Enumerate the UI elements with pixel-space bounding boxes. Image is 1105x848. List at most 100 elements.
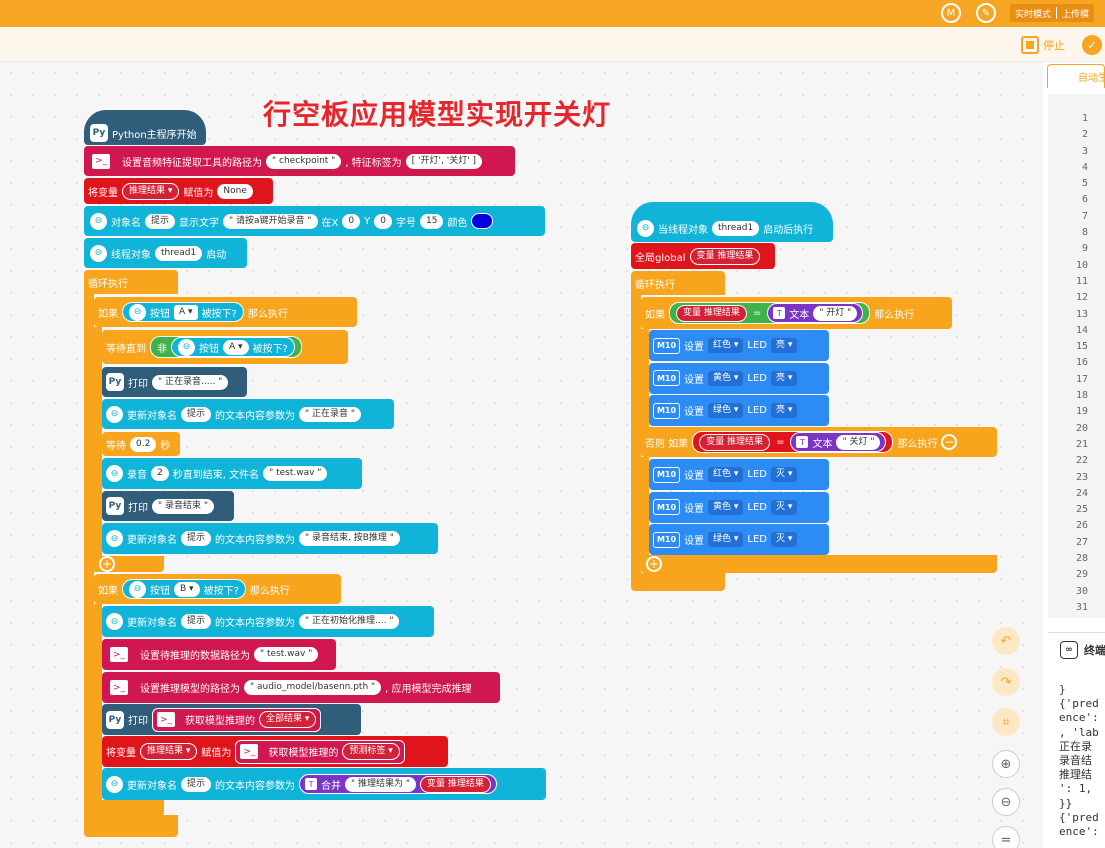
seconds-input[interactable]: 2	[151, 466, 169, 481]
led-state-dropdown[interactable]: 灭	[771, 467, 798, 482]
zoom-in-icon[interactable]: ⊕	[992, 750, 1020, 778]
y-input[interactable]: 0	[374, 213, 392, 229]
print-input[interactable]: " 录音结束 "	[152, 498, 215, 514]
led-color-dropdown[interactable]: 红色	[708, 338, 744, 353]
led-state-dropdown[interactable]: 亮	[771, 403, 798, 418]
undo-icon[interactable]: ↶	[992, 627, 1020, 655]
update-text-block[interactable]: ⊖ 更新对象名 提示 的文本内容参数为 " 正在录音 "	[102, 399, 394, 429]
text-input[interactable]: " 推理结果为 "	[345, 776, 417, 792]
join-reporter[interactable]: T 合并 " 推理结果为 " 变量 推理结果	[299, 774, 497, 794]
set-data-path-block[interactable]: >_ 设置待推理的数据路径为 " test.wav "	[102, 639, 336, 670]
text-input[interactable]: " 录音结束, 按B推理 "	[299, 531, 400, 546]
led-color-dropdown[interactable]: 绿色	[708, 532, 744, 547]
set-led-block[interactable]: M10设置黄色LED亮	[649, 362, 829, 394]
wait-block[interactable]: 等待 0.2 秒	[102, 432, 180, 456]
print-result-block[interactable]: Py 打印 >_ 获取模型推理的 全部结果	[102, 704, 361, 735]
text-reporter[interactable]: T 文本 " 开灯 "	[767, 303, 864, 323]
variable-dropdown[interactable]: 推理结果	[122, 182, 180, 200]
object-name-input[interactable]: 提示	[181, 531, 212, 546]
set-led-block[interactable]: M10设置绿色LED灭	[649, 524, 829, 555]
text-reporter[interactable]: T 文本 " 关灯 "	[790, 432, 887, 452]
x-input[interactable]: 0	[342, 213, 361, 229]
mind-icon[interactable]: M	[941, 3, 961, 23]
add-else-icon[interactable]: +	[99, 556, 115, 572]
led-state-dropdown[interactable]: 亮	[771, 338, 798, 353]
variable-reporter[interactable]: 变量 推理结果	[689, 247, 761, 265]
record-block[interactable]: ⊖ 录音 2 秒直到结束, 文件名 " test.wav "	[102, 458, 362, 489]
led-state-dropdown[interactable]: 灭	[771, 532, 798, 547]
get-label-reporter[interactable]: >_ 获取模型推理的 预测标签	[235, 739, 405, 764]
redo-icon[interactable]: ↷	[992, 668, 1020, 696]
model-path-input[interactable]: " audio_model/basenn.pth "	[244, 680, 382, 695]
object-name-input[interactable]: 提示	[181, 776, 212, 792]
set-led-block[interactable]: M10设置黄色LED灭	[649, 491, 829, 523]
data-path-input[interactable]: " test.wav "	[254, 647, 319, 662]
print-block[interactable]: Py 打印 " 录音结束 "	[102, 491, 234, 521]
code-editor[interactable]	[1048, 94, 1105, 618]
print-block[interactable]: Py 打印 " 正在录音..... "	[102, 367, 247, 397]
reset-zoom-icon[interactable]: =	[992, 826, 1020, 848]
button-dropdown[interactable]: A	[174, 304, 198, 320]
filename-input[interactable]: " test.wav "	[263, 466, 328, 481]
led-color-dropdown[interactable]: 黄色	[708, 499, 744, 515]
wait-until-block[interactable]: 等待直到 非 ⊖ 按钮 A 被按下?	[102, 330, 348, 364]
set-variable-block[interactable]: 将变量 推理结果 赋值为 None	[84, 178, 273, 204]
led-color-dropdown[interactable]: 红色	[708, 467, 744, 482]
font-size-input[interactable]: 15	[419, 213, 444, 229]
if-button-b-block[interactable]: 如果 ⊖ 按钮 B 被按下? 那么执行	[94, 574, 341, 604]
edit-icon[interactable]: ✎	[976, 3, 996, 23]
variable-dropdown[interactable]: 推理结果	[140, 743, 198, 760]
text-input[interactable]: " 正在初始化推理.... "	[299, 614, 400, 629]
if-text-block[interactable]: 如果 变量 推理结果 = T 文本 " 开灯 " 那么执行	[641, 297, 952, 329]
get-result-reporter[interactable]: >_ 获取模型推理的 全部结果	[152, 707, 322, 732]
variable-reporter[interactable]: 变量 推理结果	[676, 304, 747, 322]
set-led-block[interactable]: M10设置绿色LED亮	[649, 395, 829, 426]
thread-name-input[interactable]: thread1	[712, 220, 760, 236]
button-condition[interactable]: ⊖ 按钮 B 被按下?	[122, 579, 246, 599]
tab-auto-generate[interactable]: 自动生	[1047, 64, 1105, 88]
zoom-out-icon[interactable]: ⊖	[992, 788, 1020, 816]
variable-reporter[interactable]: 变量 推理结果	[699, 433, 771, 451]
upload-mode-button[interactable]: 上传模	[1062, 9, 1090, 20]
else-if-block[interactable]: 否则 如果 变量 推理结果 = T 文本 " 关灯 " 那么执行 −	[641, 427, 997, 457]
button-condition[interactable]: ⊖ 按钮 A 被按下?	[171, 337, 295, 357]
print-input[interactable]: " 正在录音..... "	[152, 374, 229, 390]
led-color-dropdown[interactable]: 黄色	[708, 370, 744, 386]
global-var-block[interactable]: 全局global 变量 推理结果	[631, 243, 775, 269]
text-input[interactable]: " 关灯 "	[836, 434, 881, 450]
set-feature-path-block[interactable]: >_ 设置音频特征提取工具的路径为 " checkpoint " , 特征标签为…	[84, 146, 515, 176]
update-text-block[interactable]: ⊖ 更新对象名 提示 的文本内容参数为 T 合并 " 推理结果为 " 变量 推理…	[102, 768, 546, 800]
seconds-input[interactable]: 0.2	[130, 436, 157, 452]
led-state-dropdown[interactable]: 亮	[771, 370, 798, 386]
loop-block[interactable]	[631, 271, 725, 295]
realtime-mode-button[interactable]: 实时模式	[1015, 9, 1052, 20]
led-color-dropdown[interactable]: 绿色	[708, 403, 744, 418]
value-input[interactable]: None	[217, 183, 253, 199]
loop-block[interactable]	[84, 270, 178, 294]
check-icon[interactable]: ✓	[1082, 35, 1102, 55]
update-text-block[interactable]: ⊖ 更新对象名 提示 的文本内容参数为 " 正在初始化推理.... "	[102, 606, 434, 637]
button-dropdown[interactable]: A	[223, 339, 249, 355]
path-input[interactable]: " checkpoint "	[266, 153, 342, 169]
text-input[interactable]: " 正在录音 "	[299, 406, 362, 422]
text-input[interactable]: " 请按a键开始录音 "	[223, 213, 318, 229]
object-name-input[interactable]: 提示	[145, 213, 176, 229]
update-text-block[interactable]: ⊖ 更新对象名 提示 的文本内容参数为 " 录音结束, 按B推理 "	[102, 523, 438, 554]
remove-branch-icon[interactable]: −	[941, 434, 958, 450]
result-dropdown[interactable]: 全部结果	[259, 711, 317, 728]
not-condition[interactable]: 非 ⊖ 按钮 A 被按下?	[150, 336, 302, 358]
color-picker[interactable]	[471, 213, 494, 229]
text-input[interactable]: " 开灯 "	[813, 305, 858, 321]
thread-start-block[interactable]: ⊖ 线程对象 thread1 启动	[84, 238, 247, 268]
led-state-dropdown[interactable]: 灭	[771, 499, 798, 515]
if-button-a-block[interactable]: 如果 ⊖ 按钮 A 被按下? 那么执行	[94, 297, 357, 327]
thread-name-input[interactable]: thread1	[155, 245, 203, 261]
equals-condition[interactable]: 变量 推理结果 = T 文本 " 开灯 "	[669, 302, 871, 324]
add-else-icon[interactable]: +	[646, 556, 662, 572]
labels-input[interactable]: [ '开灯', '关灯' ]	[405, 153, 483, 169]
object-display-text-block[interactable]: ⊖ 对象名 提示 显示文字 " 请按a键开始录音 " 在X 0 Y 0 字号 1…	[84, 206, 545, 236]
set-led-block[interactable]: M10设置红色LED亮	[649, 330, 829, 361]
button-condition[interactable]: ⊖ 按钮 A 被按下?	[122, 302, 244, 322]
label-dropdown[interactable]: 预测标签	[342, 743, 400, 760]
set-variable-block[interactable]: 将变量 推理结果 赋值为 >_ 获取模型推理的 预测标签	[102, 736, 448, 767]
